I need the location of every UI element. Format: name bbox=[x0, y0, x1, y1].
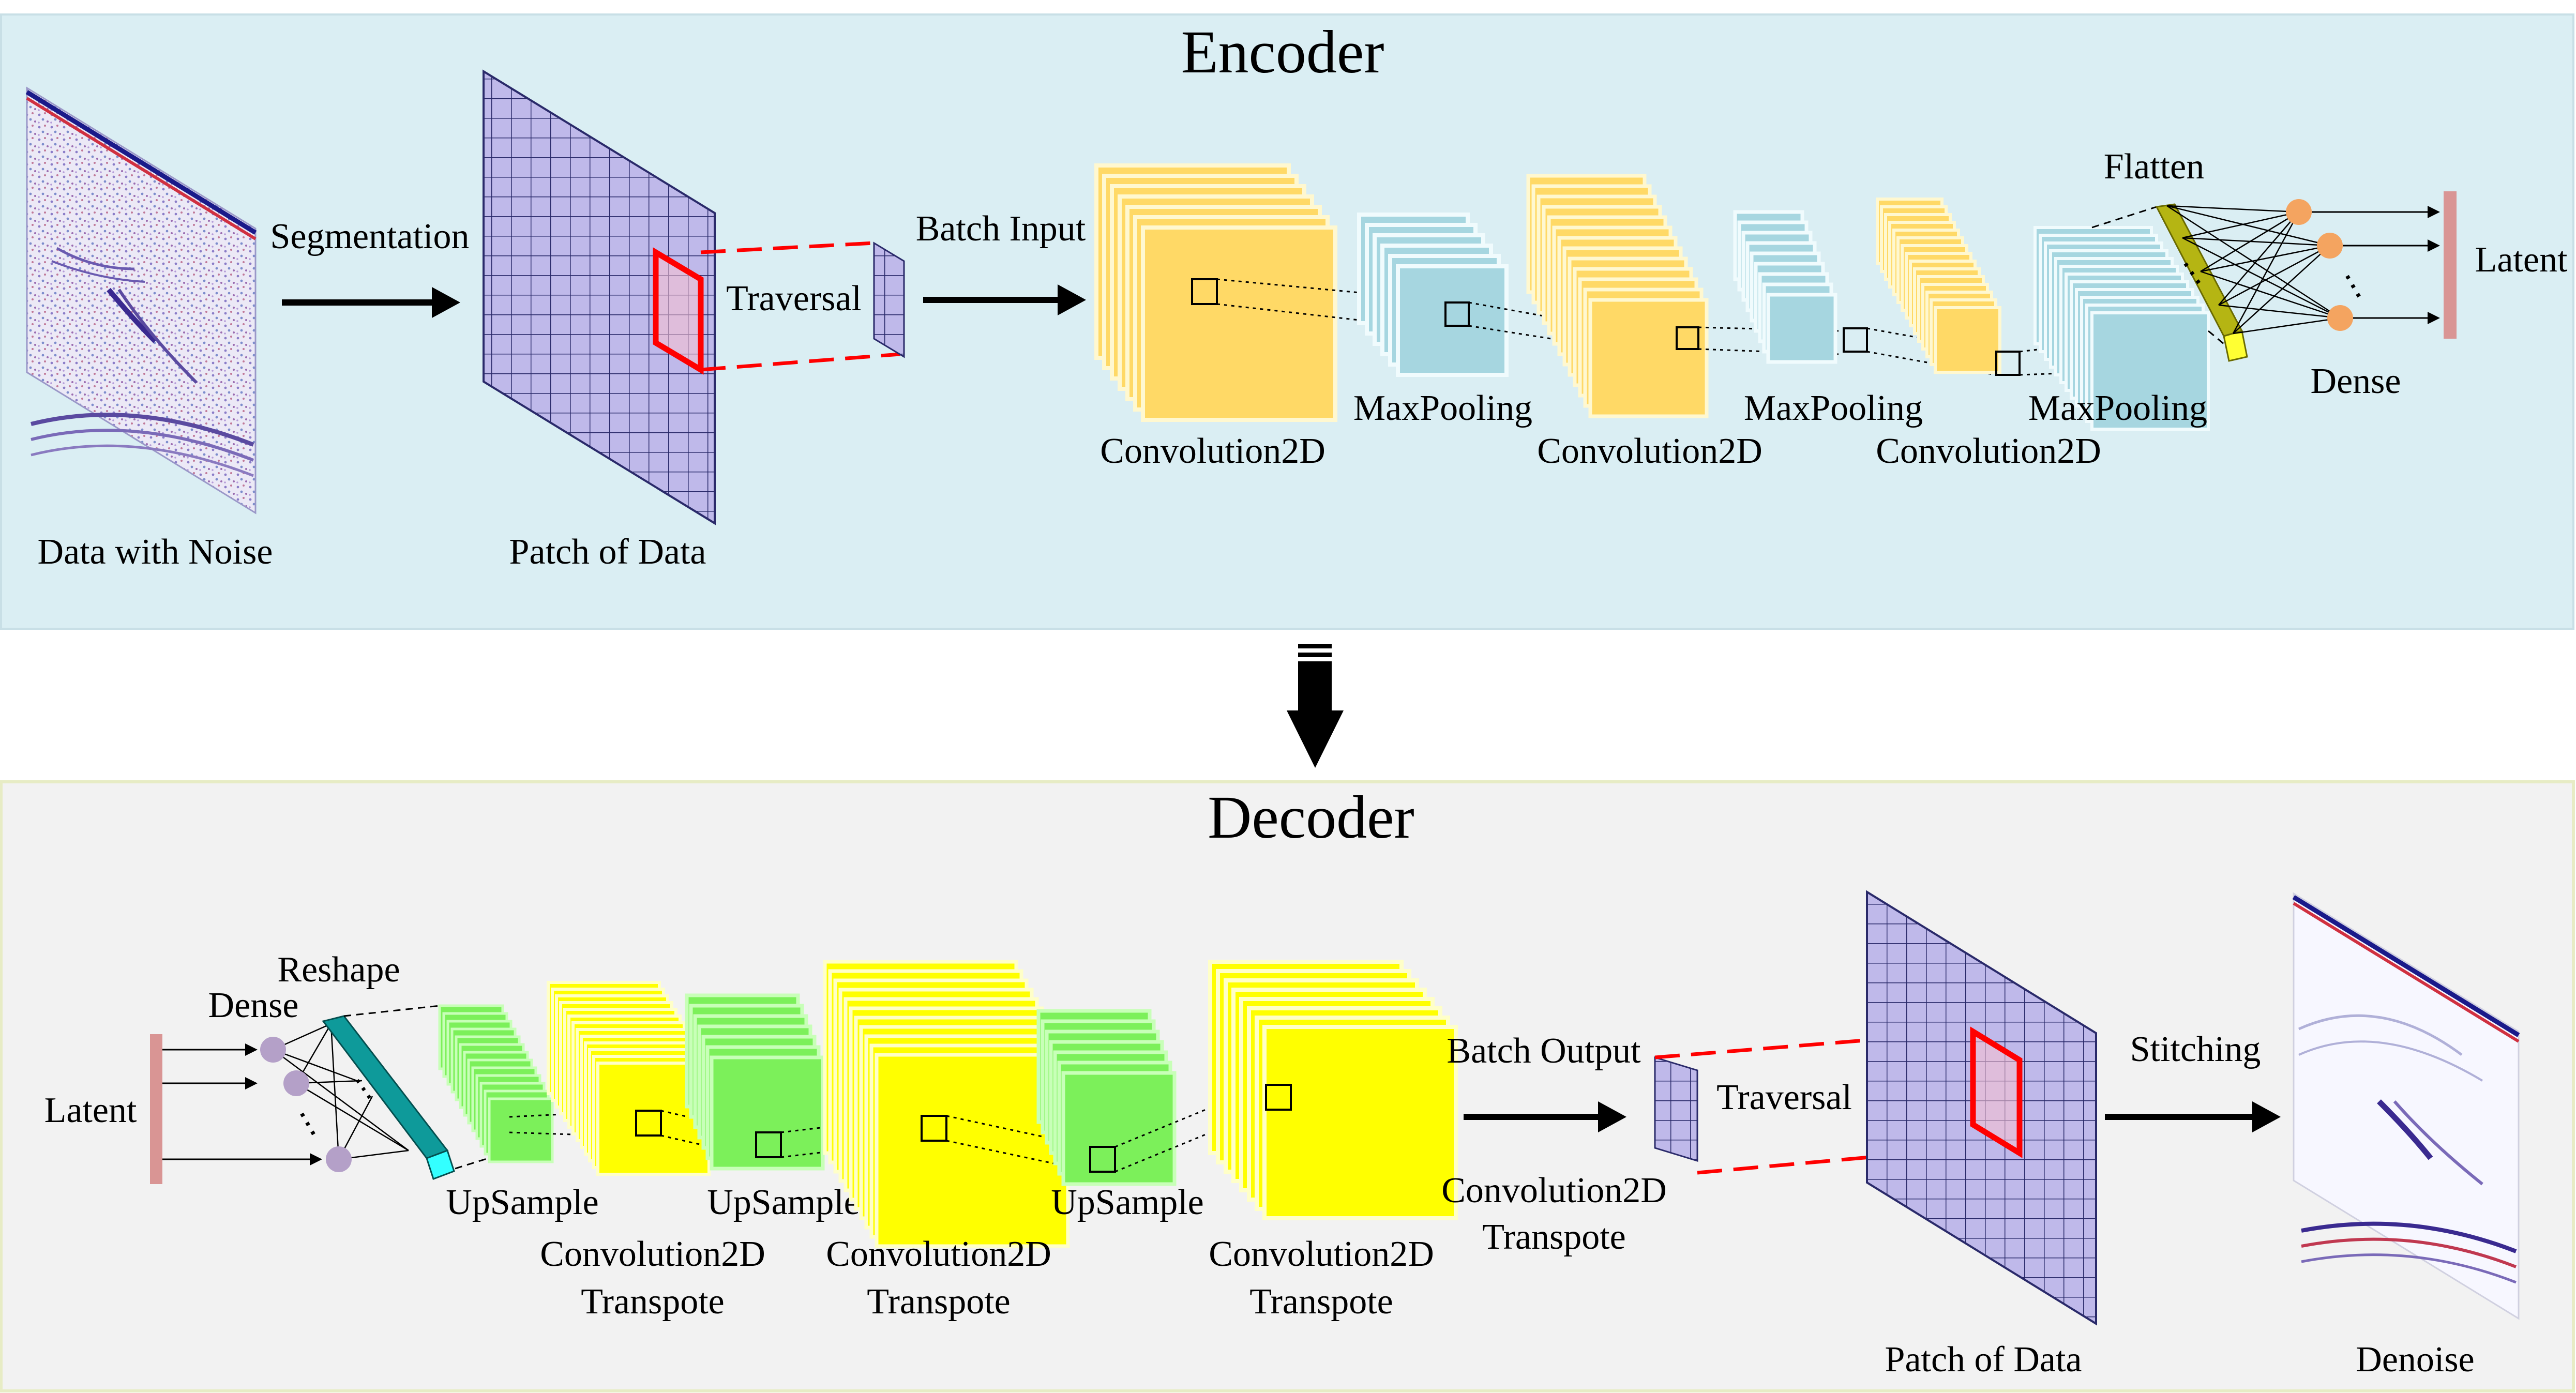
convt2-label-line2: Transpote bbox=[867, 1282, 1010, 1322]
flatten-label: Flatten bbox=[2104, 147, 2204, 187]
convt-out-label-line2: Transpote bbox=[1482, 1217, 1625, 1257]
conv-block-1 bbox=[1094, 163, 1337, 422]
up3-projection-top bbox=[1114, 1084, 1267, 1148]
decoder-panel: Decoder Latent ⋯ Dense Reshape ⋯ bbox=[0, 780, 2575, 1392]
conv1-label: Convolution2D bbox=[1100, 431, 1325, 471]
segmentation-label: Segmentation bbox=[270, 217, 470, 256]
encoder-traversal-label: Traversal bbox=[726, 279, 862, 319]
convt-out-label-line1: Convolution2D bbox=[1441, 1171, 1667, 1210]
flatten-dashed-top bbox=[2091, 206, 2157, 229]
convt3-label-line2: Transpote bbox=[1249, 1282, 1393, 1322]
decoder-dense-label: Dense bbox=[208, 986, 299, 1025]
traversal-dashed-bottom bbox=[700, 352, 900, 372]
encoder-panel: Encoder Data with Noise Segmentation Pat… bbox=[0, 13, 2574, 630]
flatten-dashed-bottom bbox=[2208, 330, 2224, 345]
stitching-arrowhead bbox=[2252, 1101, 2281, 1132]
decoder-traversal-label: Traversal bbox=[1716, 1078, 1852, 1117]
convt1-label-line2: Transpote bbox=[581, 1282, 724, 1322]
decoder-latent-bar bbox=[150, 1034, 162, 1184]
batch-output-arrowhead bbox=[1598, 1101, 1626, 1132]
reshape-dashed-top bbox=[343, 1005, 440, 1017]
stitching-label: Stitching bbox=[2130, 1029, 2261, 1069]
patch-of-data-label: Patch of Data bbox=[509, 532, 706, 572]
reshape-dashed-bottom bbox=[455, 1155, 497, 1170]
output-patch-grid bbox=[1866, 890, 2097, 1326]
convt2-projection-bottom bbox=[946, 1140, 1091, 1172]
convt3-label-line1: Convolution2D bbox=[1209, 1234, 1434, 1274]
conv2-label: Convolution2D bbox=[1537, 431, 1762, 471]
encoder-to-decoder-arrow bbox=[1287, 644, 1344, 768]
encoder-title: Encoder bbox=[1181, 18, 1384, 86]
convt-block-3 bbox=[1208, 960, 1458, 1220]
decoder-dense-connections bbox=[273, 1023, 409, 1160]
noisy-data-image bbox=[25, 86, 257, 514]
maxpool3-label: MaxPooling bbox=[2028, 388, 2207, 428]
up3-projection-bottom bbox=[1114, 1109, 1267, 1173]
encoder-dense-connections bbox=[2166, 205, 2341, 335]
maxpool2-label: MaxPooling bbox=[1744, 388, 1923, 428]
convt2-label-line1: Convolution2D bbox=[826, 1234, 1051, 1274]
reshape-label: Reshape bbox=[277, 950, 400, 990]
data-with-noise-label: Data with Noise bbox=[38, 532, 273, 572]
conv-block-3 bbox=[1876, 198, 2021, 376]
encoder-latent-label: Latent bbox=[2475, 240, 2568, 280]
upsample1-label: UpSample bbox=[446, 1183, 599, 1222]
batch-output-label: Batch Output bbox=[1447, 1031, 1641, 1071]
upsample-block-1 bbox=[438, 1004, 554, 1163]
decoder-latent-label: Latent bbox=[44, 1091, 137, 1130]
convt1-label-line1: Convolution2D bbox=[540, 1234, 765, 1274]
traversal-dashed-top bbox=[700, 241, 875, 254]
decoder-patch-of-data-label: Patch of Data bbox=[1885, 1340, 2082, 1380]
batch-input-arrowhead bbox=[1058, 284, 1086, 315]
output-small-patch bbox=[1654, 1056, 1698, 1162]
maxpool-block-1 bbox=[1357, 213, 1509, 377]
convt-block-2 bbox=[823, 960, 1070, 1248]
encoder-latent-bar bbox=[2444, 191, 2457, 339]
upsample-block-3 bbox=[1036, 1009, 1177, 1186]
conv-block-2 bbox=[1526, 174, 1709, 418]
small-patch bbox=[873, 241, 905, 358]
denoise-label: Denoise bbox=[2356, 1340, 2474, 1380]
maxpool-block-2 bbox=[1733, 210, 1868, 364]
maxpool1-label: MaxPooling bbox=[1353, 388, 1532, 428]
decoder-title: Decoder bbox=[1208, 783, 1414, 851]
encoder-dense-label: Dense bbox=[2311, 361, 2401, 401]
upsample3-label: UpSample bbox=[1051, 1183, 1204, 1222]
upsample-block-2 bbox=[685, 993, 825, 1171]
conv3-projection-bottom bbox=[2019, 369, 2157, 376]
convt2-projection-top bbox=[946, 1115, 1091, 1148]
upsample2-label: UpSample bbox=[707, 1183, 860, 1222]
batch-input-label: Batch Input bbox=[916, 209, 1086, 249]
maxpool-block-3 bbox=[2033, 226, 2210, 431]
segmentation-arrowhead bbox=[432, 287, 460, 318]
conv3-label: Convolution2D bbox=[1876, 431, 2101, 471]
convt-block-1 bbox=[547, 981, 711, 1176]
reshape-layer: ⋯ bbox=[322, 1015, 455, 1180]
output-selected-patch-highlight bbox=[1970, 1026, 2023, 1158]
denoised-data-image bbox=[2292, 892, 2520, 1320]
